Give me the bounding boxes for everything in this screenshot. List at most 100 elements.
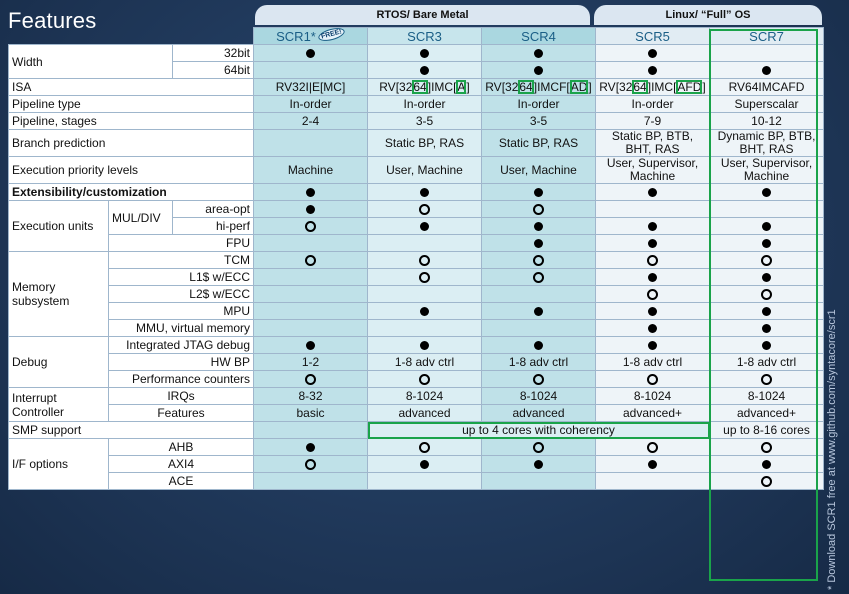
- filled-dot: [420, 66, 429, 76]
- filled-dot: [534, 49, 543, 59]
- row-hwbp: HW BP 1-2 1-8 adv ctrl 1-8 adv ctrl 1-8 …: [9, 353, 824, 371]
- label-width: Width: [8, 44, 173, 79]
- hollow-dot: [647, 255, 658, 267]
- label-smp: SMP support: [8, 421, 254, 439]
- filled-dot: [648, 66, 657, 76]
- label-interrupt-controller: Interrupt Controller: [8, 387, 109, 422]
- col-scr1: SCR1*FREE!: [253, 27, 368, 45]
- row-mmu: MMU, virtual memory: [9, 319, 824, 337]
- label-hwbp: HW BP: [108, 353, 254, 371]
- label-pipeline-type: Pipeline type: [8, 95, 254, 113]
- label-l2: L2$ w/ECC: [108, 285, 254, 303]
- filled-dot: [648, 273, 657, 283]
- row-irq-features: Features basic advanced advanced advance…: [9, 404, 824, 422]
- column-header-row: SCR1*FREE! SCR3 SCR4 SCR5 SCR7: [9, 27, 824, 45]
- filled-dot: [648, 307, 657, 317]
- filled-dot: [762, 324, 771, 334]
- row-width-64: 64bit: [9, 61, 824, 79]
- label-pipeline-stages: Pipeline, stages: [8, 112, 254, 130]
- filled-dot: [420, 341, 429, 351]
- row-branch-prediction: Branch prediction Static BP, RAS Static …: [8, 129, 824, 157]
- row-tcm: Memory subsystem TCM: [8, 251, 824, 337]
- row-l1: L1$ w/ECC: [9, 268, 824, 286]
- filled-dot: [762, 66, 771, 76]
- filled-dot: [306, 205, 315, 215]
- row-muldiv-area: Execution units MUL/DIV area-opt: [8, 200, 824, 252]
- filled-dot: [306, 341, 315, 351]
- col-scr1-label: SCR1*: [276, 28, 316, 44]
- filled-dot: [420, 49, 429, 59]
- filled-dot: [762, 341, 771, 351]
- label-l1: L1$ w/ECC: [108, 268, 254, 286]
- col-scr4: SCR4: [481, 27, 596, 45]
- filled-dot: [762, 239, 771, 249]
- row-jtag: Debug Integrated JTAG debug: [8, 336, 824, 388]
- hollow-dot: [647, 442, 658, 454]
- filled-dot: [420, 460, 429, 470]
- row-axi4: AXI4: [9, 455, 824, 473]
- label-if-options: I/F options: [8, 438, 109, 490]
- label-irq-features: Features: [108, 404, 254, 422]
- hollow-dot: [305, 374, 316, 386]
- label-mpu: MPU: [108, 302, 254, 320]
- hollow-dot: [419, 204, 430, 216]
- label-fpu: FPU: [108, 234, 254, 252]
- hollow-dot: [305, 221, 316, 233]
- row-ace: ACE: [9, 472, 824, 490]
- row-l2: L2$ w/ECC: [9, 285, 824, 303]
- filled-dot: [762, 188, 771, 198]
- label-memory: Memory subsystem: [8, 251, 109, 337]
- smp-rtos-value: up to 4 cores with coherency: [367, 421, 710, 439]
- filled-dot: [534, 239, 543, 249]
- hollow-dot: [305, 459, 316, 471]
- row-isa: ISA RV32I|E[MC] RV[3264]IMC[A] RV[3264]I…: [8, 78, 824, 96]
- label-execution-units: Execution units: [8, 200, 109, 252]
- hollow-dot: [761, 374, 772, 386]
- row-perf-counters: Performance counters: [9, 370, 824, 388]
- filled-dot: [762, 273, 771, 283]
- hollow-dot: [533, 255, 544, 267]
- hollow-dot: [761, 289, 772, 301]
- label-perf-counters: Performance counters: [108, 370, 254, 388]
- filled-dot: [534, 222, 543, 232]
- filled-dot: [648, 324, 657, 334]
- hollow-dot: [761, 442, 772, 454]
- hollow-dot: [305, 255, 316, 267]
- filled-dot: [648, 49, 657, 59]
- label-ahb: AHB: [108, 438, 254, 456]
- filled-dot: [306, 49, 315, 59]
- label-tcm: TCM: [108, 251, 254, 269]
- filled-dot: [306, 443, 315, 453]
- label-extensibility: Extensibility/customization: [8, 183, 254, 201]
- hollow-dot: [533, 272, 544, 284]
- label-irqs: IRQs: [108, 387, 254, 405]
- isa-scr4: RV[3264]IMCF[AD]: [481, 78, 596, 96]
- label-axi4: AXI4: [108, 455, 254, 473]
- hollow-dot: [533, 204, 544, 216]
- filled-dot: [534, 307, 543, 317]
- row-muldiv-hiperf: hi-perf: [9, 217, 824, 235]
- row-priority-levels: Execution priority levels Machine User, …: [8, 156, 824, 184]
- label-muldiv: MUL/DIV: [108, 200, 173, 235]
- hollow-dot: [419, 442, 430, 454]
- label-ace: ACE: [108, 472, 254, 490]
- label-branch-prediction: Branch prediction: [8, 129, 254, 157]
- isa-scr1: RV32I|E[MC]: [253, 78, 368, 96]
- hollow-dot: [419, 374, 430, 386]
- filled-dot: [534, 188, 543, 198]
- smp-scr7-value: up to 8-16 cores: [709, 421, 824, 439]
- row-smp: SMP support up to 4 cores with coherency…: [8, 421, 824, 439]
- row-mpu: MPU: [9, 302, 824, 320]
- filled-dot: [534, 66, 543, 76]
- col-scr7: SCR7: [709, 27, 824, 45]
- filled-dot: [762, 307, 771, 317]
- filled-dot: [648, 239, 657, 249]
- isa-scr3: RV[3264]IMC[A]: [367, 78, 482, 96]
- filled-dot: [762, 222, 771, 232]
- filled-dot: [648, 460, 657, 470]
- row-width-32: Width 32bit: [8, 44, 824, 79]
- filled-dot: [648, 222, 657, 232]
- hollow-dot: [533, 374, 544, 386]
- row-fpu: FPU: [9, 234, 824, 252]
- label-hi-perf: hi-perf: [172, 217, 254, 235]
